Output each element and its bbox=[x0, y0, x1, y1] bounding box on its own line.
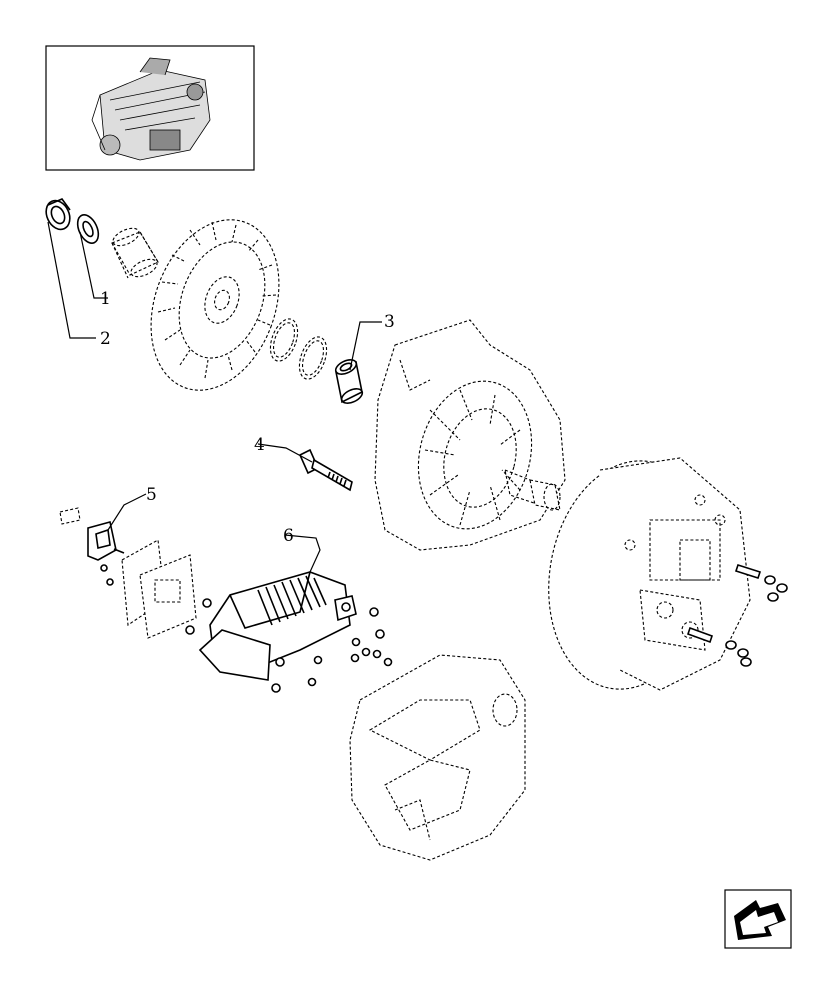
shim-rings bbox=[269, 318, 328, 380]
engine-icon bbox=[91, 57, 211, 161]
part-1-washer bbox=[76, 214, 100, 244]
rear-housing bbox=[548, 457, 788, 691]
engine-thumbnail bbox=[45, 45, 255, 171]
gasket-plates bbox=[121, 539, 197, 639]
part-6-regulator bbox=[198, 571, 357, 681]
cooling-fan bbox=[150, 219, 280, 391]
callout-3: 3 bbox=[384, 312, 395, 332]
part-2-nut bbox=[45, 198, 71, 231]
callout-2: 2 bbox=[100, 329, 111, 349]
back-navigation-button[interactable] bbox=[724, 889, 792, 949]
callout-1: 1 bbox=[100, 289, 111, 309]
part-4-bolt bbox=[298, 448, 353, 492]
callout-5: 5 bbox=[146, 485, 157, 505]
part-5-bracket bbox=[59, 507, 125, 586]
rear-cover bbox=[349, 654, 526, 861]
callout-leaders bbox=[47, 221, 382, 573]
regulator-screws bbox=[185, 598, 393, 693]
part-3-ring bbox=[334, 359, 364, 404]
front-housing bbox=[374, 319, 566, 551]
arrow-back-icon bbox=[734, 900, 786, 940]
callout-4: 4 bbox=[254, 435, 265, 455]
callout-6: 6 bbox=[283, 526, 294, 546]
spacer-sleeve bbox=[111, 227, 159, 279]
